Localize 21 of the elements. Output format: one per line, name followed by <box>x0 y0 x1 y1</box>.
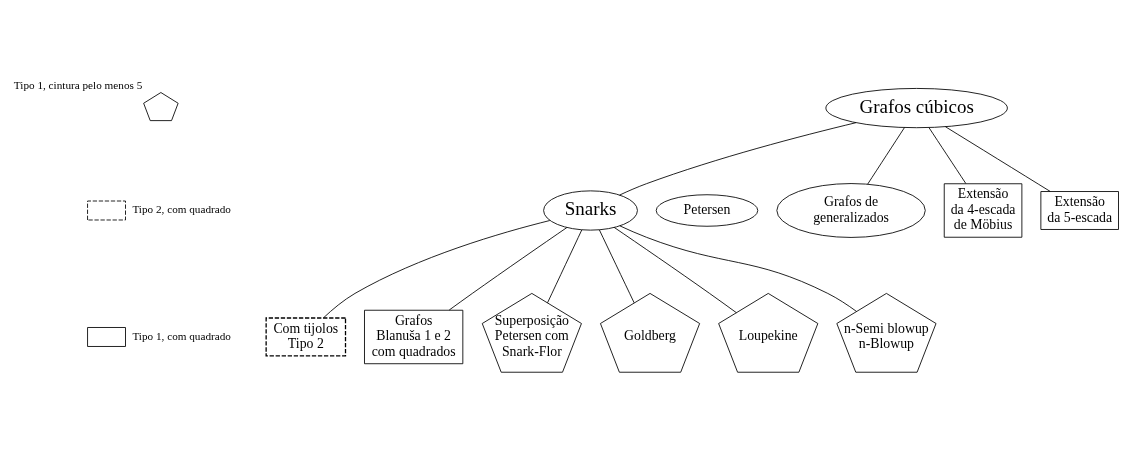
connector <box>448 227 568 311</box>
connector <box>867 127 905 185</box>
node-box: Com tijolos Tipo 2 <box>265 317 347 357</box>
legend-label: Tipo 1, cintura pelo menos 5 <box>13 79 143 92</box>
connector <box>619 122 857 196</box>
node-ellipse: Grafos de generalizados <box>776 183 926 238</box>
connector <box>547 229 583 304</box>
connector <box>613 226 737 314</box>
legend-label: Tipo 1, com quadrado <box>132 329 231 342</box>
connector <box>619 225 858 312</box>
node-ellipse: Petersen <box>655 194 759 227</box>
connector <box>598 229 635 304</box>
legend-label: Tipo 2, com quadrado <box>132 203 231 216</box>
connector <box>928 127 967 184</box>
node-ellipse: Grafos cúbicos <box>825 88 1008 129</box>
node-box: Grafos Blanuša 1 e 2 com quadrados <box>364 309 464 365</box>
connector <box>944 126 1051 192</box>
connector <box>323 220 551 319</box>
node-box: Extensão da 4-escada de Möbius <box>943 183 1023 238</box>
node-ellipse: Snarks <box>543 190 638 231</box>
node-box: Extensão da 5-escada <box>1040 191 1119 230</box>
